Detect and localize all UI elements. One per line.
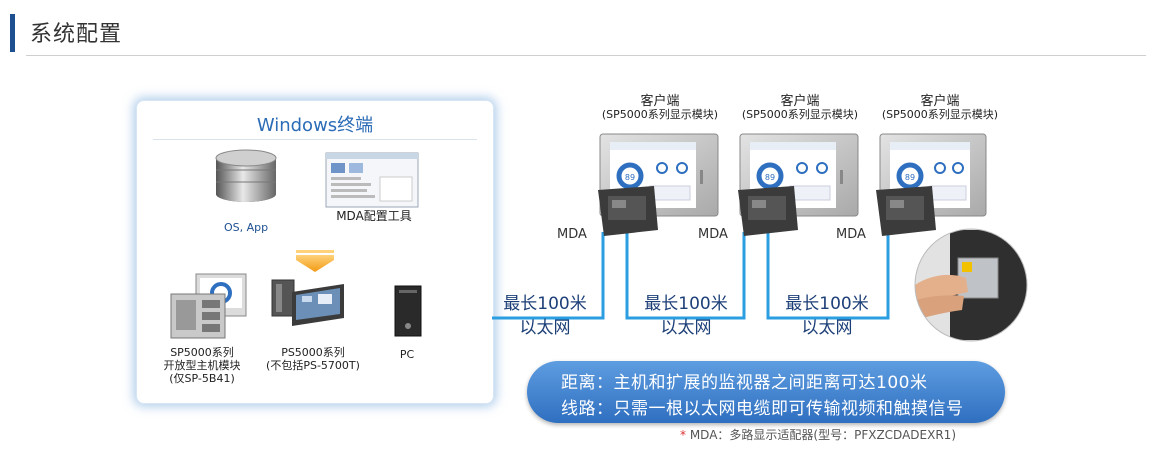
footnote: * MDA：多路显示适配器(型号：PFXZCDADEXR1) (680, 426, 956, 443)
link-label-2: 最长100米 以太网 (644, 294, 728, 338)
link-label-1: 最长100米 以太网 (503, 294, 587, 338)
header-divider (26, 55, 1146, 56)
note-distance: 距离：主机和扩展的监视器之间距离可达100米 (561, 373, 928, 393)
windows-panel-divider (153, 139, 477, 140)
footnote-text: MDA：多路显示适配器(型号：PFXZCDADEXR1) (689, 428, 956, 442)
footnote-star: * (680, 428, 686, 442)
gauge-value-2: 89 (765, 173, 775, 182)
ethernet-cables (492, 232, 890, 320)
ps5000-image (271, 279, 344, 326)
client-label-1: 客户端 (SP5000系列显示模块) (601, 94, 719, 121)
database-icon (215, 149, 277, 202)
header-accent-bar (10, 14, 15, 52)
sp5000-open-box-image (170, 273, 247, 339)
client-display-1: 89 (598, 133, 719, 236)
link-label-3: 最长100米 以太网 (785, 294, 869, 338)
client-label-2: 客户端 (SP5000系列显示模块) (741, 94, 859, 121)
windows-panel-title: Windows终端 (256, 115, 374, 136)
mda-config-tool-label: MDA配置工具 (336, 209, 412, 223)
client-label-3: 客户端 (SP5000系列显示模块) (881, 94, 999, 121)
installation-photo (914, 228, 1028, 342)
device-pc-label: PC (399, 348, 415, 361)
mda-label-1: MDA (557, 227, 587, 242)
device-sp5000-label: SP5000系列 开放型主机模块 (仅SP-5B41) (163, 346, 241, 385)
feature-note-pill: 距离：主机和扩展的监视器之间距离可达100米 线路：只需一根以太网电缆即可传输视… (527, 361, 1005, 423)
client-display-2: 89 (738, 133, 859, 236)
device-ps5000-label: PS5000系列 (不包括PS-5700T) (266, 346, 360, 372)
down-arrow-icon (296, 255, 334, 272)
gauge-value-3: 89 (905, 173, 915, 182)
note-cabling: 线路：只需一根以太网电缆即可传输视频和触摸信号 (561, 399, 964, 419)
os-app-label: OS, App (223, 221, 269, 234)
pc-tower-icon (394, 285, 422, 337)
gauge-value-1: 89 (625, 173, 635, 182)
page-title: 系统配置 (30, 22, 123, 47)
mda-label-2: MDA (698, 227, 728, 242)
mda-config-tool-screenshot (325, 152, 419, 208)
client-display-3: 89 (876, 133, 987, 236)
mda-label-3: MDA (836, 227, 866, 242)
